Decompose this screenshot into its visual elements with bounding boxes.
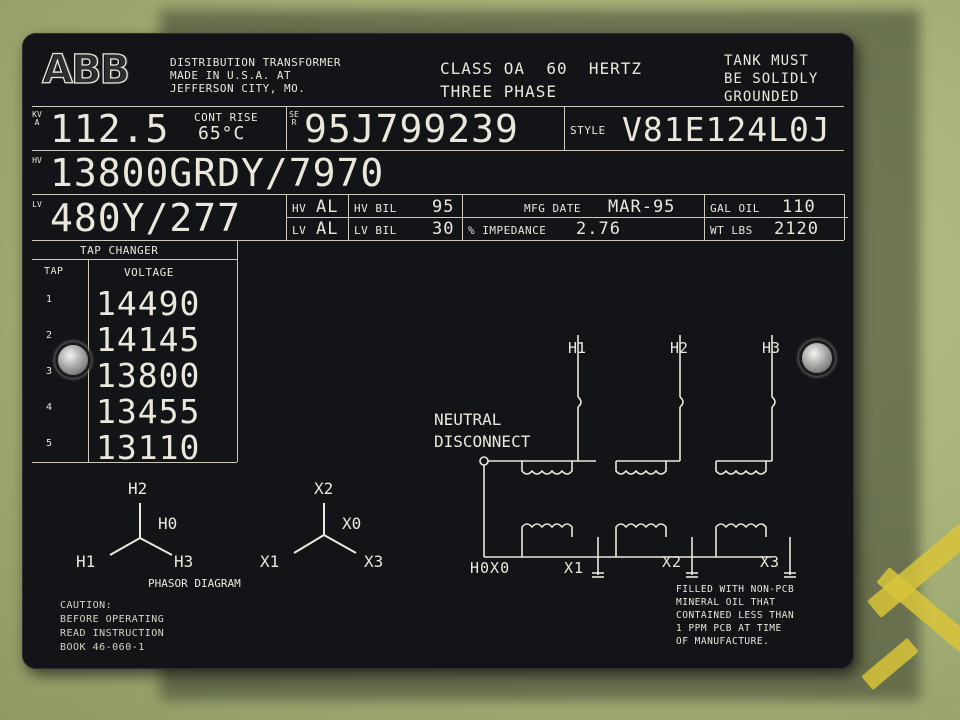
lv-material-label: LV (292, 224, 307, 237)
nameplate: ABB ABB DISTRIBUTION TRANSFORMER MADE IN… (22, 33, 854, 669)
phasor-title: PHASOR DIAGRAM (148, 577, 241, 590)
terminal-h0x0: H0X0 (470, 559, 511, 577)
terminal-h3: H3 (762, 339, 780, 357)
rule (844, 194, 845, 240)
mfg-date-label: MFG DATE (524, 202, 581, 215)
rule (704, 194, 705, 240)
impedance: 2.76 (576, 219, 621, 239)
class-line: CLASS OA 60 HERTZ (440, 59, 643, 78)
maker-line: DISTRIBUTION TRANSFORMER (170, 56, 341, 69)
rule (32, 106, 844, 107)
phasor-x3-label: X3 (364, 552, 383, 571)
phasor-h0-label: H0 (158, 514, 177, 533)
rule (32, 240, 844, 241)
terminal-h1: H1 (568, 339, 586, 357)
tap-number: 3 (46, 366, 53, 377)
style-label: STYLE (570, 124, 606, 137)
hv-voltage: 13800GRDY/7970 (50, 151, 385, 195)
rule (286, 217, 848, 218)
phasor-h2-label: H2 (128, 479, 147, 498)
tap-voltage: 13800 (96, 356, 201, 395)
tap-number: 4 (46, 402, 53, 413)
tap-voltage: 14490 (96, 284, 201, 323)
ser-label: SER (289, 110, 299, 127)
neutral-label: DISCONNECT (434, 432, 531, 451)
wt-lbs-label: WT LBS (710, 224, 753, 237)
hv-bil: 95 (432, 197, 455, 217)
rule (286, 106, 287, 150)
rule (32, 150, 844, 151)
maker-line: JEFFERSON CITY, MO. (170, 82, 306, 95)
tap-number: 1 (46, 294, 53, 305)
abb-logo: ABB (41, 46, 130, 93)
caution-line: READ INSTRUCTION (60, 628, 165, 639)
temp-rise-value: 65°C (198, 123, 246, 144)
maker-line: MADE IN U.S.A. AT (170, 69, 292, 82)
mfg-date: MAR-95 (608, 197, 676, 217)
hv-bil-label: HV BIL (354, 202, 397, 215)
caution-line: BOOK 46-060-1 (60, 642, 145, 653)
impedance-label: % IMPEDANCE (468, 224, 547, 237)
hv-material-label: HV (292, 202, 307, 215)
gal-oil: 110 (782, 197, 816, 217)
caution-line: CAUTION: (60, 600, 113, 611)
phasor-x1-label: X1 (260, 552, 279, 571)
gal-oil-label: GAL OIL (710, 202, 760, 215)
tap-voltage: 13455 (96, 392, 201, 431)
hv-material: AL (316, 197, 339, 217)
wiring-diagram: NEUTRAL DISCONNECT H1 H2 H3 (434, 335, 796, 578)
phasor-diagram: H2 H0 H1 H3 X2 X0 X1 X3 PHASOR DIAGRAM (76, 479, 383, 590)
hv-label: HV (32, 156, 42, 165)
serial-number: 95J799239 (304, 107, 519, 151)
phasor-h3-label: H3 (174, 552, 193, 571)
pcb-line: OF MANUFACTURE. (676, 636, 770, 647)
rule (32, 462, 237, 463)
mounting-bolt (58, 345, 88, 375)
rule (88, 259, 89, 462)
tap-number: 2 (46, 330, 53, 341)
rule (462, 194, 463, 240)
rule (32, 259, 237, 260)
voltage-header: VOLTAGE (124, 266, 174, 279)
mounting-bolt (802, 343, 832, 373)
tap-number: 5 (46, 438, 53, 449)
tap-changer-title: TAP CHANGER (80, 244, 159, 257)
terminal-h2: H2 (670, 339, 688, 357)
phasor-x2-label: X2 (314, 479, 333, 498)
cont-rise-label: CONT RISE (194, 111, 259, 124)
abb-logo-fill: ABB (44, 47, 132, 93)
phase-line: THREE PHASE (440, 82, 557, 101)
lv-bil: 30 (432, 219, 455, 239)
tank-line: TANK MUST (724, 53, 809, 69)
wt-lbs: 2120 (774, 219, 819, 239)
phasor-h1-label: H1 (76, 552, 95, 571)
caution-line: BEFORE OPERATING (60, 614, 165, 625)
kva-value: 112.5 (50, 107, 170, 151)
neutral-label: NEUTRAL (434, 410, 501, 429)
tap-voltage: 14145 (96, 320, 201, 359)
style-number: V81E124L0J (622, 110, 831, 149)
phasor-x0-label: X0 (342, 514, 361, 533)
lv-voltage: 480Y/277 (50, 196, 242, 240)
lv-material: AL (316, 219, 339, 239)
lv-label: LV (32, 200, 42, 209)
terminal-x2: X2 (662, 553, 683, 571)
tank-line: BE SOLIDLY (724, 71, 819, 87)
rule (286, 194, 287, 240)
tank-line: GROUNDED (724, 89, 800, 105)
rule (32, 194, 844, 195)
pcb-line: MINERAL OIL THAT (676, 597, 776, 608)
rule (564, 106, 565, 150)
pcb-line: CONTAINED LESS THAN (676, 610, 795, 621)
lv-bil-label: LV BIL (354, 224, 397, 237)
pcb-line: 1 PPM PCB AT TIME (676, 623, 782, 634)
tap-voltage: 13110 (96, 428, 201, 467)
tap-header: TAP (44, 266, 64, 277)
terminal-x3: X3 (760, 553, 781, 571)
kva-label: KVA (32, 110, 42, 127)
pcb-line: FILLED WITH NON-PCB (676, 584, 795, 595)
terminal-x1: X1 (564, 559, 585, 577)
rule (348, 194, 349, 240)
rule (237, 240, 238, 462)
